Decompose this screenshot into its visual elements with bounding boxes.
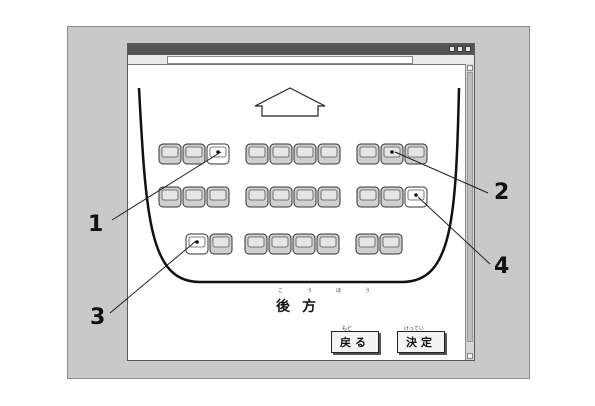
seat[interactable] [269, 186, 293, 208]
callout-1: 1 [88, 212, 104, 237]
seat[interactable] [356, 143, 380, 165]
seat[interactable] [158, 143, 182, 165]
seat[interactable] [245, 186, 269, 208]
callout-3: 3 [90, 305, 106, 330]
address-field[interactable] [167, 56, 413, 64]
callout-line-1 [111, 151, 222, 221]
seat[interactable] [380, 186, 404, 208]
callout-4: 4 [494, 254, 510, 279]
seat[interactable] [185, 233, 209, 255]
minimize-icon[interactable] [449, 46, 455, 52]
seat[interactable] [209, 233, 233, 255]
callout-2: 2 [494, 180, 510, 205]
seat[interactable] [206, 186, 230, 208]
seat[interactable] [317, 186, 341, 208]
seat-marker [195, 240, 199, 244]
up-arrow-icon [254, 87, 326, 117]
callout-line-4 [417, 196, 491, 265]
seat[interactable] [380, 143, 404, 165]
seat[interactable] [158, 186, 182, 208]
cabin-outline [137, 87, 461, 284]
seat[interactable] [404, 186, 428, 208]
callout-line-3 [109, 240, 197, 314]
seat[interactable] [293, 143, 317, 165]
seat[interactable] [317, 143, 341, 165]
seat-marker [414, 193, 418, 197]
seat[interactable] [245, 143, 269, 165]
seat[interactable] [355, 233, 379, 255]
seat[interactable] [182, 143, 206, 165]
scroll-thumb[interactable] [467, 72, 473, 342]
rear-ruby: こうほう [278, 288, 395, 294]
confirm-button-ruby: けってい [404, 326, 424, 332]
callout-line-2 [394, 151, 489, 194]
scroll-down-icon[interactable] [467, 353, 473, 359]
toolbar [128, 55, 474, 65]
title-bar [128, 44, 474, 55]
rear-label: 後方 [276, 299, 328, 315]
seat-marker [390, 150, 394, 154]
back-button[interactable]: 戻る [331, 331, 379, 353]
seat[interactable] [356, 186, 380, 208]
seat[interactable] [316, 233, 340, 255]
seat[interactable] [269, 143, 293, 165]
confirm-button[interactable]: 決定 [397, 331, 445, 353]
seat[interactable] [268, 233, 292, 255]
scroll-up-icon[interactable] [467, 65, 473, 71]
close-icon[interactable] [465, 46, 471, 52]
seat[interactable] [293, 186, 317, 208]
seat[interactable] [244, 233, 268, 255]
back-button-ruby: もど [342, 326, 352, 332]
maximize-icon[interactable] [457, 46, 463, 52]
seat[interactable] [292, 233, 316, 255]
seat[interactable] [182, 186, 206, 208]
vertical-scrollbar[interactable] [465, 64, 474, 360]
seat[interactable] [379, 233, 403, 255]
